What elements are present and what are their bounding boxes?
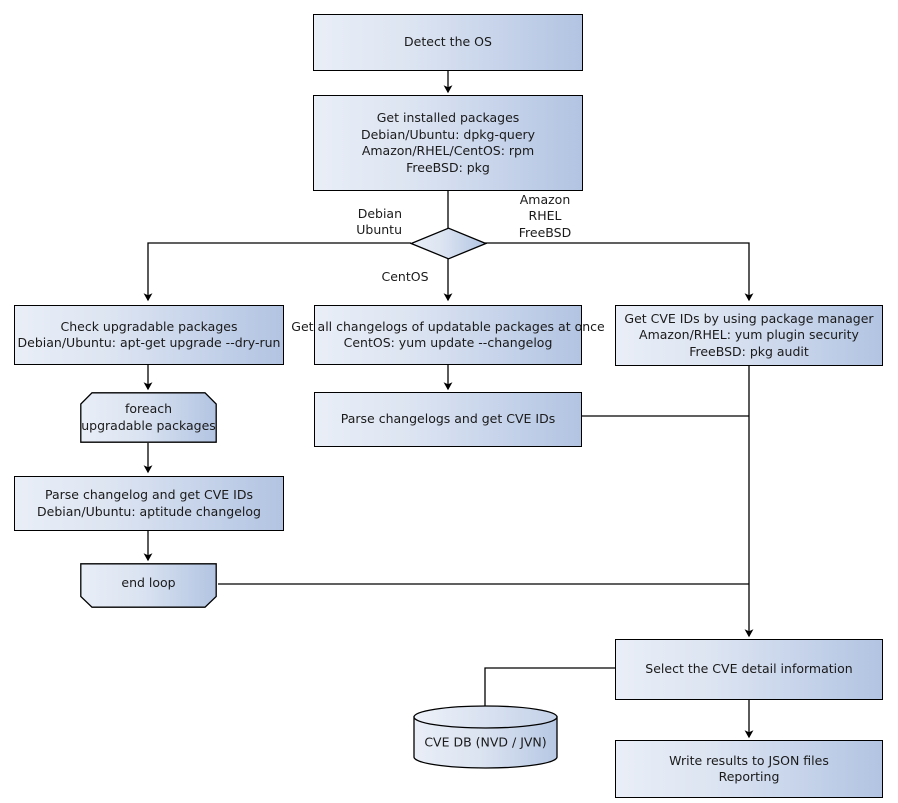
node-end-loop[interactable]: end loop — [80, 563, 217, 608]
node-get-installed-packages-label: Get installed packages Debian/Ubuntu: dp… — [360, 110, 536, 175]
edge-decision-to-cve-pkgmgr — [485, 242, 754, 302]
node-foreach-upgradable-label: foreach upgradable packages — [81, 401, 216, 433]
node-select-cve-detail-label: Select the CVE detail information — [645, 661, 853, 677]
decision-diamond-shape — [409, 227, 488, 260]
node-get-all-changelogs-label: Get all changelogs of updatable packages… — [291, 318, 605, 351]
node-check-upgradable-packages[interactable]: Check upgradable packages Debian/Ubuntu:… — [14, 305, 284, 365]
node-end-loop-label: end loop — [121, 575, 176, 591]
loop-start-shape — [80, 392, 217, 443]
node-parse-changelogs-cve-label: Parse changelogs and get CVE IDs — [340, 411, 556, 427]
node-os-decision[interactable] — [409, 227, 488, 260]
edge-label-amazon-rhel-freebsd: Amazon RHEL FreeBSD — [518, 192, 572, 240]
node-get-installed-packages[interactable]: Get installed packages Debian/Ubuntu: dp… — [313, 95, 583, 191]
node-parse-changelog-cve[interactable]: Parse changelog and get CVE IDs Debian/U… — [14, 476, 284, 531]
node-detect-os[interactable]: Detect the OS — [313, 14, 583, 71]
node-cve-db[interactable]: CVE DB (NVD / JVN) — [413, 705, 558, 769]
node-get-cve-ids-package-manager-label: Get CVE IDs by using package manager Ama… — [624, 310, 874, 359]
loop-end-shape — [80, 563, 217, 608]
edge-select-to-cvedb — [484, 667, 615, 707]
node-check-upgradable-packages-label: Check upgradable packages Debian/Ubuntu:… — [17, 318, 281, 351]
node-parse-changelog-cve-label: Parse changelog and get CVE IDs Debian/U… — [37, 487, 261, 519]
node-cve-db-label: CVE DB (NVD / JVN) — [424, 734, 547, 750]
node-write-results[interactable]: Write results to JSON files Reporting — [615, 740, 883, 798]
node-write-results-label: Write results to JSON files Reporting — [669, 752, 829, 785]
database-cylinder-shape — [413, 705, 558, 769]
node-get-cve-ids-package-manager[interactable]: Get CVE IDs by using package manager Ama… — [615, 305, 883, 366]
edge-label-debian-ubuntu: Debian Ubuntu — [356, 206, 402, 238]
node-get-all-changelogs[interactable]: Get all changelogs of updatable packages… — [291, 305, 605, 365]
node-parse-changelogs-cve[interactable]: Parse changelogs and get CVE IDs — [314, 392, 582, 447]
node-select-cve-detail[interactable]: Select the CVE detail information — [615, 639, 883, 700]
node-detect-os-label: Detect the OS — [404, 34, 492, 50]
node-foreach-upgradable[interactable]: foreach upgradable packages — [80, 392, 217, 443]
edge-label-centos: CentOS — [381, 269, 429, 284]
